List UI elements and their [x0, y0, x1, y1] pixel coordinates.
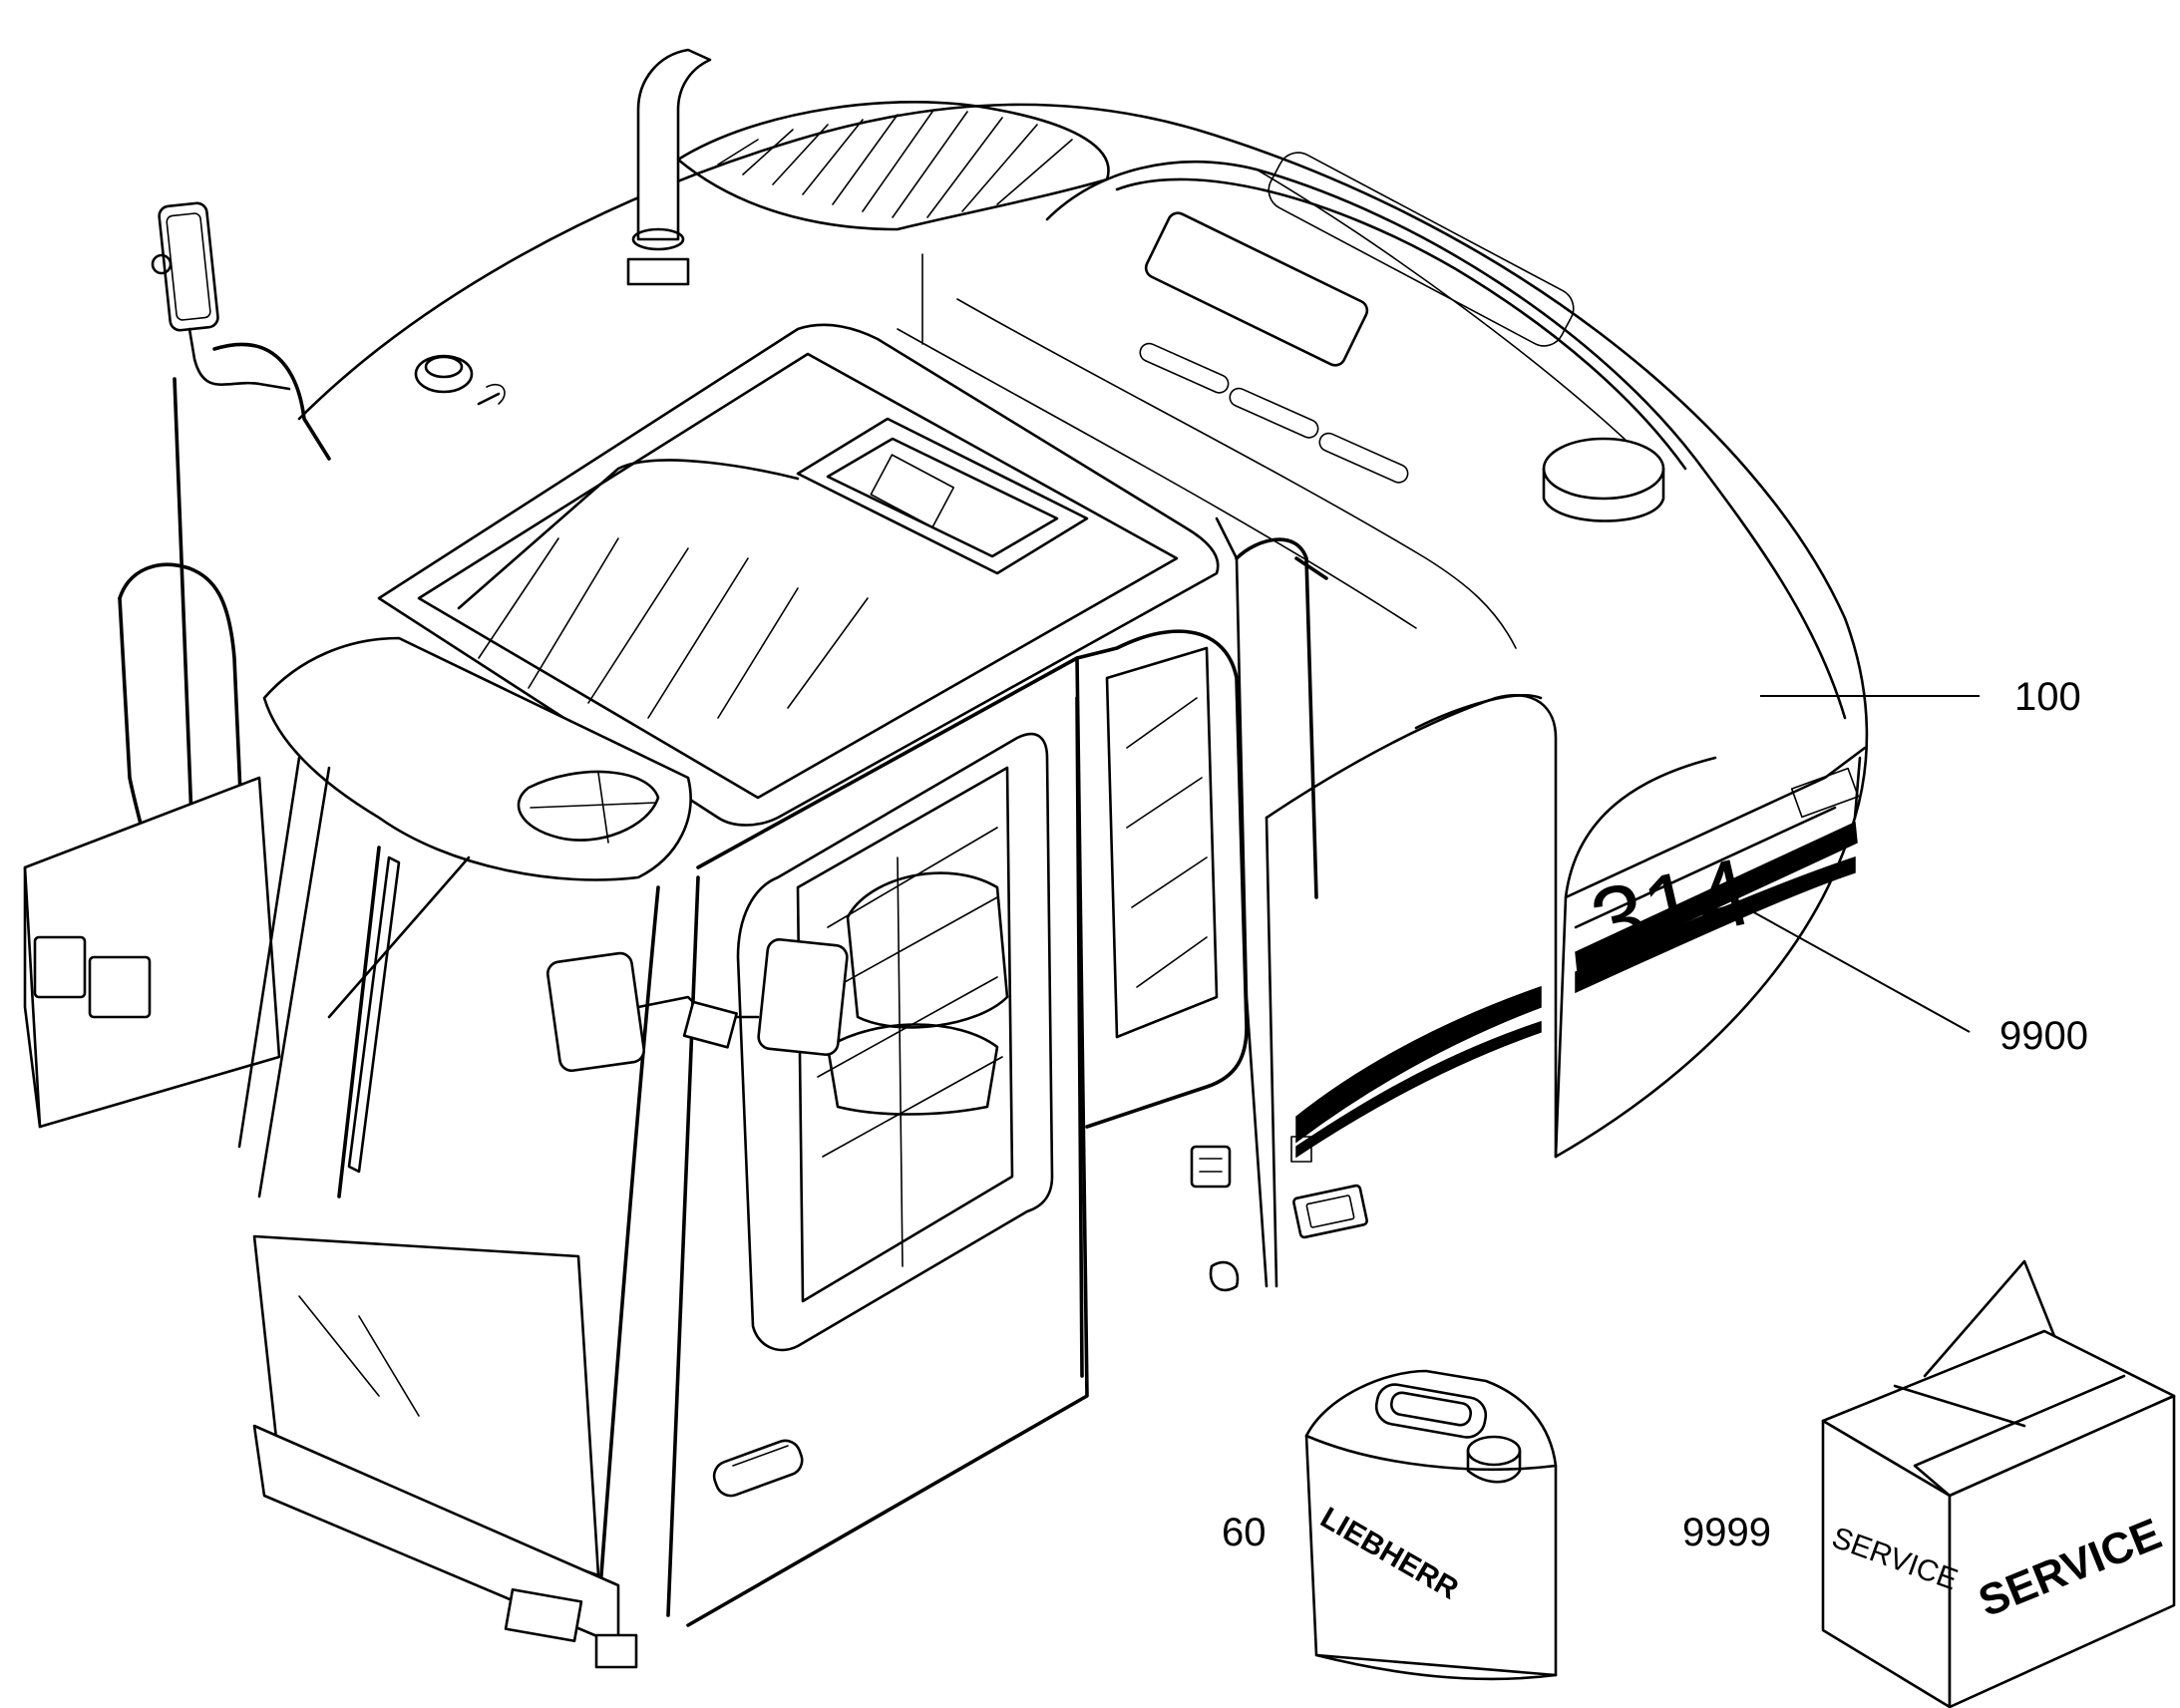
- callout-60: 60: [1222, 1511, 1267, 1554]
- cab-model-number: 314: [1582, 838, 1761, 977]
- callouts: 100 9900 60 9999: [1222, 675, 2088, 1554]
- callout-100: 100: [2014, 675, 2081, 719]
- service-box: SERVICE SERVICE: [1821, 1259, 2176, 1708]
- callout-9999: 9999: [1682, 1511, 1771, 1554]
- operator-cab: [237, 323, 1328, 1669]
- callout-9900: 9900: [1999, 1014, 2088, 1058]
- engine-hood: [297, 101, 1869, 1288]
- leader-9900: [1722, 894, 1971, 1033]
- left-toolbox: [23, 776, 281, 1129]
- oil-canister: LIEBHERR: [1304, 1369, 1558, 1681]
